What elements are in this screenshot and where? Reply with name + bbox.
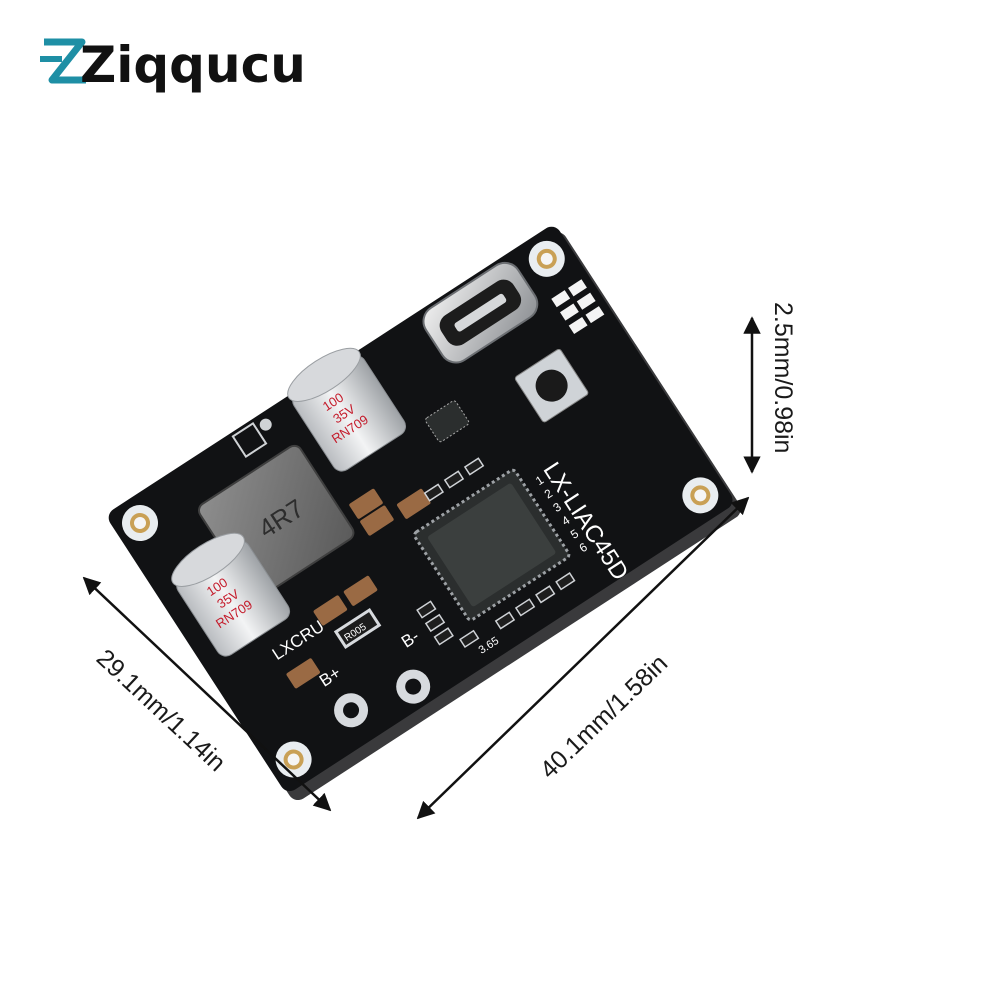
usb-c-port [422,261,539,364]
test-pads [231,418,272,458]
logo-z-mark [44,38,86,84]
dimension-height-label: 2.5mm/0.98in [769,302,797,453]
push-button [514,348,589,423]
mounting-hole [528,240,565,277]
brand-name: Ziqqucu [80,36,306,94]
capacitor: 100 35V RN709 [287,347,407,472]
indicator-leds [551,279,605,335]
dimension-height: 2.5mm/0.98in [743,302,797,474]
pcb-board: B+ B- LXCRU 4R7 100 35V RN709 100 35V RN… [108,226,741,801]
dimension-length-label: 40.1mm/1.58in [535,649,673,784]
mounting-hole [122,504,159,541]
driver-ic [425,400,470,443]
logo-z-accent [40,56,62,62]
pad-positive [334,693,369,728]
brand-logo: Ziqqucu [40,36,306,94]
